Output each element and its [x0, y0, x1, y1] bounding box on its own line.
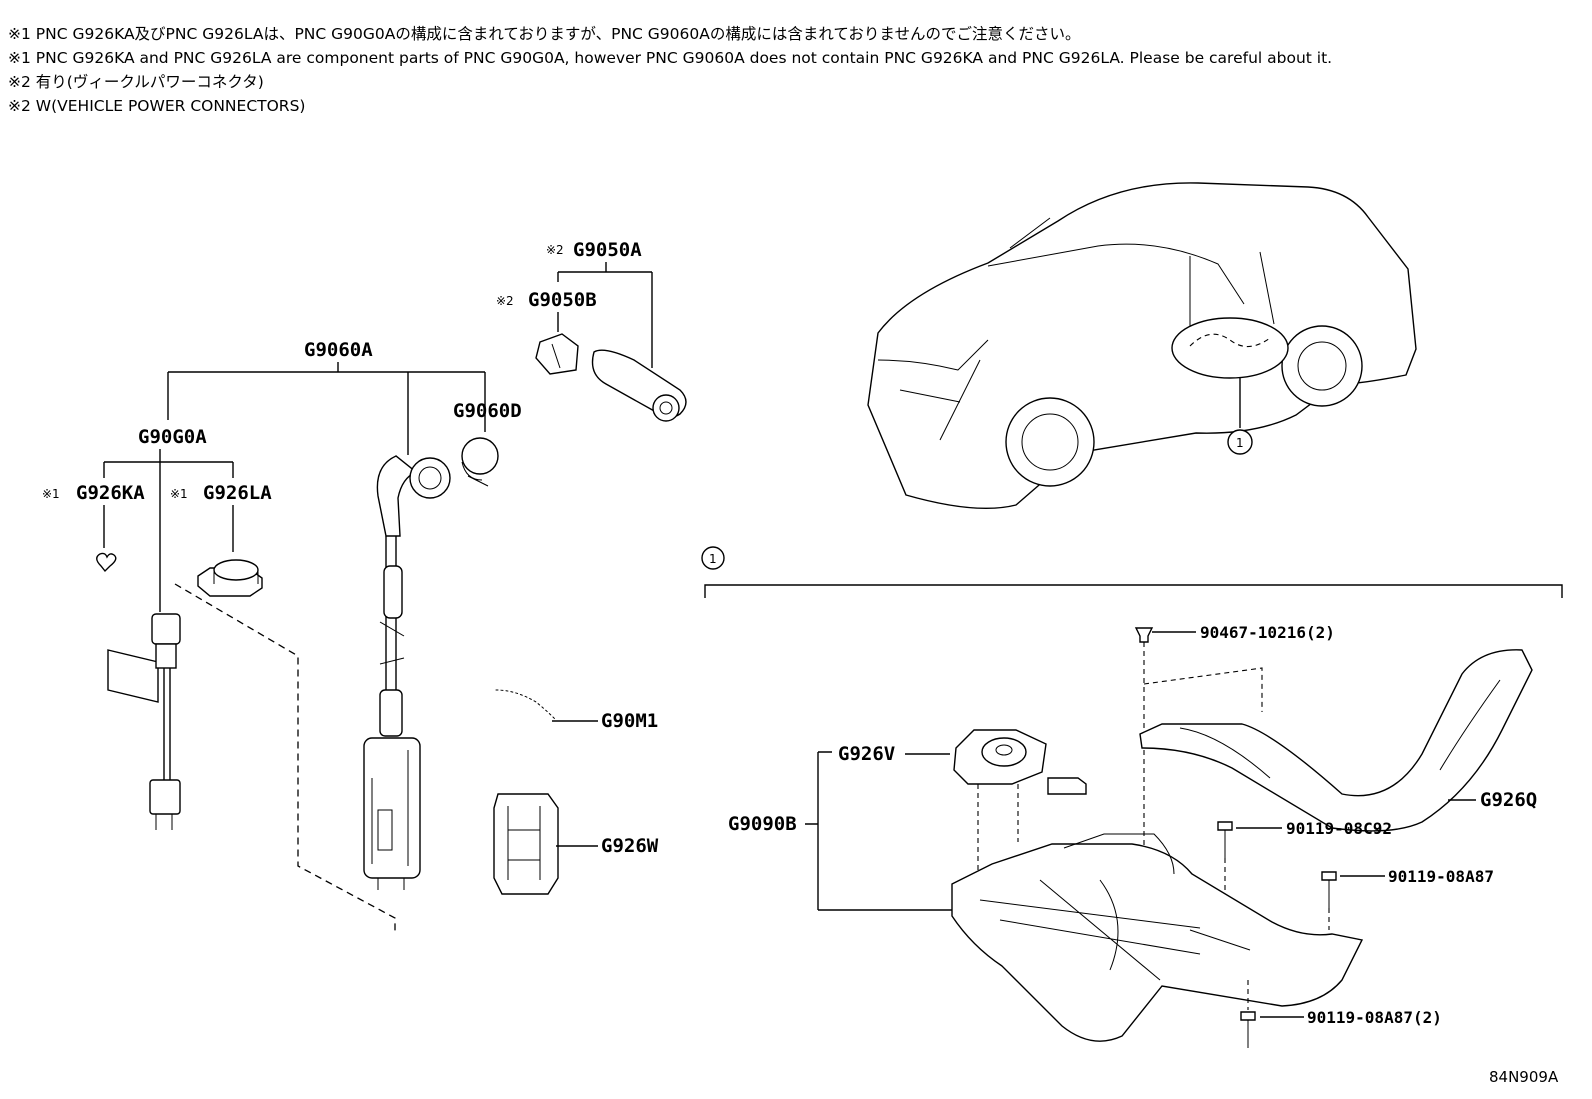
note-1-en: ※1 PNC G926KA and PNC G926LA are compone…	[8, 49, 1333, 67]
vehicle-callout: 1	[1236, 436, 1244, 450]
label-g9050b[interactable]: G9050B	[528, 289, 597, 311]
mark-note2-a: ※2	[546, 243, 564, 257]
g926v-fan	[953, 729, 1087, 880]
bolt-90119-08a87-2	[1240, 980, 1256, 1048]
note-2-en: ※2 W(VEHICLE POWER CONNECTORS)	[8, 97, 306, 115]
label-g9060d[interactable]: G9060D	[453, 400, 522, 422]
notes-block: ※1 PNC G926KA及びPNC G926LAは、PNC G90G0Aの構成…	[8, 22, 1332, 118]
g9060a-charging-cable	[363, 455, 451, 890]
g9050b-cover	[535, 333, 579, 375]
vehicle-illustration: 1	[867, 182, 1417, 510]
bolt-90119-08a87	[1321, 871, 1337, 930]
g90g0a-plug-cable	[107, 613, 181, 830]
g9050a-vehicle-power-connector	[591, 349, 687, 422]
g926ka-clip	[96, 552, 117, 573]
g90m1-bead-chain	[495, 689, 557, 721]
g926w-holder	[493, 793, 559, 895]
g9060a-tree: G9060A G90G0A ※1 G926KA ※1 G926LA G9060D	[42, 239, 687, 934]
label-g926q[interactable]: G926Q	[1480, 789, 1537, 811]
mark-note1-ka: ※1	[42, 487, 60, 501]
label-g926la[interactable]: G926LA	[203, 482, 272, 504]
detail-bracket	[704, 584, 1563, 598]
label-g90m1[interactable]: G90M1	[601, 710, 658, 732]
detail-1-group: 1 90467-10216(2) G926Q G926V G9090B	[701, 546, 1563, 1048]
label-g9090b[interactable]: G9090B	[728, 813, 797, 835]
note-2-jp: ※2 有り(ヴィークルパワーコネクタ)	[8, 73, 264, 91]
pn-bolt3[interactable]: 90119-08A87(2)	[1307, 1008, 1442, 1027]
g9060d-cap	[461, 437, 499, 487]
g926la-cap	[197, 559, 263, 597]
label-g926ka[interactable]: G926KA	[76, 482, 145, 504]
pn-bolt1[interactable]: 90119-08C92	[1286, 819, 1392, 838]
mark-note1-la: ※1	[170, 487, 188, 501]
label-g9050a[interactable]: G9050A	[573, 239, 642, 261]
assembly-dashline-left	[174, 583, 396, 934]
label-g9060a[interactable]: G9060A	[304, 339, 373, 361]
label-g926v[interactable]: G926V	[838, 743, 895, 765]
note-1-jp: ※1 PNC G926KA及びPNC G926LAは、PNC G90G0Aの構成…	[8, 25, 1081, 43]
g926q-duct	[1139, 649, 1533, 832]
label-g926w[interactable]: G926W	[601, 835, 659, 857]
mark-note2-b: ※2	[496, 294, 514, 308]
g9090b-battery-assembly	[951, 833, 1364, 1042]
detail-callout: 1	[709, 552, 717, 566]
pn-bolt2[interactable]: 90119-08A87	[1388, 867, 1494, 886]
clip-90467	[1134, 627, 1154, 643]
label-g90g0a[interactable]: G90G0A	[138, 426, 207, 448]
pn-clip[interactable]: 90467-10216(2)	[1200, 623, 1335, 642]
diagram-code: 84N909A	[1489, 1068, 1559, 1086]
bolt-90119-08c92	[1217, 821, 1233, 890]
